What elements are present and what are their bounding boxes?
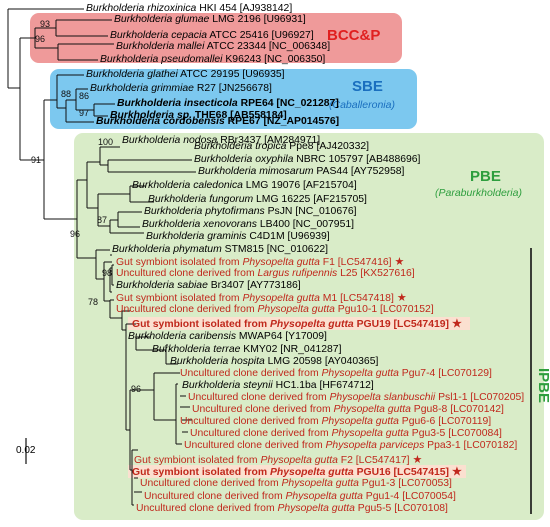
- uncultured-clone-label: Uncultured clone derived from Physopelta…: [116, 304, 434, 315]
- uncultured-clone-label: Uncultured clone derived from Largus ruf…: [116, 268, 415, 279]
- star-icon: ★: [396, 292, 407, 304]
- uncultured-clone-label: Uncultured clone derived from Physopelta…: [144, 491, 456, 502]
- taxon-label: Burkholderia glumae LMG 2196 [U96931]: [114, 14, 306, 25]
- sbe-label: SBE: [352, 78, 383, 95]
- pbe-label: PBE: [470, 168, 501, 185]
- symbiont-isolate-label: Gut symbiont isolated from Physopelta gu…: [132, 318, 462, 330]
- uncultured-clone-label: Uncultured clone derived from Physopelta…: [140, 478, 452, 489]
- pbe-sublabel: (Paraburkholderia): [435, 187, 522, 199]
- taxon-label: Burkholderia rhizoxinica HKI 454 [AJ9381…: [86, 3, 293, 14]
- bootstrap-value: 91: [31, 155, 42, 165]
- star-icon: ★: [452, 318, 462, 330]
- taxon-label: Burkholderia hospita LMG 20598 [AY040365…: [170, 356, 379, 367]
- bootstrap-value: 78: [88, 297, 99, 307]
- taxon-label: Burkholderia mallei ATCC 23344 [NC_00634…: [116, 41, 331, 52]
- uncultured-clone-label: Uncultured clone derived from Physopelta…: [190, 428, 502, 439]
- uncultured-clone-label: Uncultured clone derived from Physopelta…: [180, 416, 492, 427]
- uncultured-clone-label: Uncultured clone derived from Physopelta…: [192, 404, 504, 415]
- ipbe-label: IPBE: [535, 368, 550, 404]
- taxon-label: Burkholderia phytofirmans PsJN [NC_01067…: [144, 206, 357, 217]
- uncultured-clone-label: Uncultured clone derived from Physopelta…: [180, 368, 492, 379]
- sbe-sublabel: (Caballeronia): [329, 99, 395, 111]
- highlight-pgu16: [128, 465, 466, 478]
- symbiont-isolate-label: Gut symbiont isolated from Physopelta gu…: [134, 454, 423, 466]
- taxon-label: Burkholderia oxyphila NBRC 105797 [AB488…: [194, 154, 421, 165]
- taxon-label: Burkholderia graminis C4D1M [U96939]: [146, 231, 330, 242]
- taxon-label: Burkholderia caledonica LMG 19076 [AF215…: [132, 180, 357, 191]
- tree-tip-branches: [110, 254, 192, 493]
- scale-bar-label: 0.02: [16, 445, 36, 456]
- star-icon: ★: [452, 466, 462, 478]
- bootstrap-value: 93: [40, 19, 51, 29]
- taxon-label: Burkholderia insecticola RPE64 [NC_02128…: [117, 98, 339, 109]
- taxon-label: Burkholderia caribensis MWAP64 [Y17009]: [128, 331, 327, 342]
- taxon-label: Burkholderia mimosarum PAS44 [AY752958]: [198, 166, 405, 177]
- bootstrap-value: 100: [98, 137, 114, 147]
- taxon-label: Burkholderia fungorum LMG 16225 [AF21570…: [148, 194, 367, 205]
- bcc-label: BCC&P: [327, 27, 381, 44]
- taxon-label: Burkholderia cepacia ATCC 25416 [U96927]: [110, 30, 314, 41]
- bootstrap-value: 96: [35, 34, 46, 44]
- bootstrap-value: 96: [70, 229, 81, 239]
- taxon-label: Burkholderia glathei ATCC 29195 [U96935]: [86, 69, 285, 80]
- taxon-label: Burkholderia phymatum STM815 [NC_010622]: [112, 244, 329, 255]
- bootstrap-value: 96: [131, 384, 142, 394]
- highlight-pgu19: [128, 317, 470, 330]
- uncultured-clone-label: Uncultured clone derived from Physopelta…: [136, 503, 448, 514]
- bcc-clade-box: [30, 13, 402, 63]
- taxon-label: Burkholderia sp. THE68 [AB558184]: [110, 110, 287, 121]
- taxon-label: Burkholderia pseudomallei K96243 [NC_006…: [100, 54, 326, 65]
- bootstrap-value: 86: [79, 91, 90, 101]
- taxon-label: Burkholderia terrae KMY02 [NR_041287]: [152, 344, 342, 355]
- bootstrap-value: 98: [102, 268, 113, 278]
- symbiont-isolate-label: Gut symbiont isolated from Physopelta gu…: [116, 256, 405, 268]
- bootstrap-value: 88: [61, 89, 72, 99]
- taxon-label: Burkholderia nodosa RBr3437 [AM284971]: [122, 135, 321, 146]
- taxon-label: Burkholderia tropica Ppe8 [AJ420332]: [194, 141, 370, 152]
- tree-branches: [7, 8, 196, 506]
- taxon-label: Burkholderia grimmiae R27 [JN256678]: [90, 83, 272, 94]
- uncultured-clone-label: Uncultured clone derived from Physopelta…: [188, 392, 525, 403]
- star-icon: ★: [394, 256, 405, 268]
- uncultured-clone-label: Uncultured clone derived from Physopelta…: [184, 440, 518, 451]
- taxon-label: Burkholderia sabiae Br3407 [AY773186]: [116, 280, 301, 291]
- bootstrap-value: 97: [79, 108, 90, 118]
- sbe-clade-box: [50, 69, 417, 129]
- taxon-label: Burkholderia xenovorans LB400 [NC_007951…: [142, 219, 355, 230]
- symbiont-isolate-label: Gut symbiont isolated from Physopelta gu…: [132, 466, 462, 478]
- taxon-label: Burkholderia steynii HC1.1ba [HF674712]: [182, 380, 374, 391]
- star-icon: ★: [412, 454, 423, 466]
- symbiont-isolate-label: Gut symbiont isolated from Physopelta gu…: [116, 292, 407, 304]
- taxon-label: Burkholderia cordobensis RPE67 [NZ_AP014…: [96, 116, 340, 127]
- bootstrap-value: 87: [97, 215, 108, 225]
